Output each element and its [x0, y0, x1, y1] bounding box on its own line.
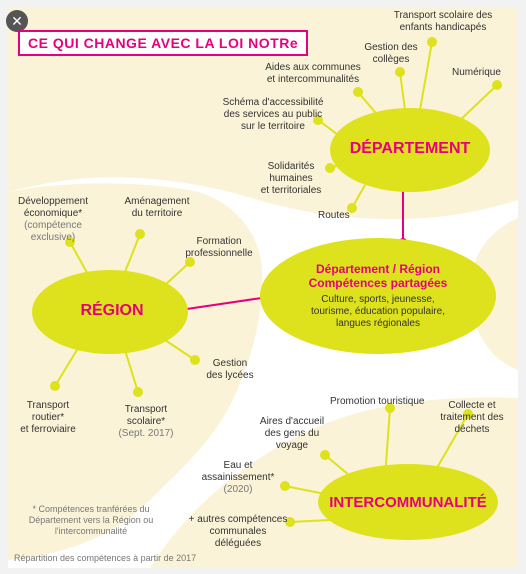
interco-bubble: [318, 464, 498, 540]
shared-title-line1: Département / Région: [315, 262, 441, 276]
shared-title-line2: Compétences partagées: [308, 276, 448, 290]
interco-item-promotion: Promotion touristique: [330, 396, 425, 407]
close-icon[interactable]: ✕: [6, 10, 28, 32]
departement-bubble: [330, 108, 490, 192]
footer-caption: Répartition des compétences à partir de …: [14, 553, 197, 563]
region-name: RÉGION: [80, 302, 144, 319]
departement-name: DÉPARTEMENT: [349, 140, 471, 157]
connector-region-shared: [179, 295, 276, 311]
shared-bubble: [260, 238, 496, 354]
region-bubble: [32, 270, 188, 354]
shared-content: Département / Région Compétences partagé…: [276, 262, 480, 330]
diagram-title: CE QUI CHANGE AVEC LA LOI NOTRe: [18, 30, 309, 56]
region-spokes: [50, 229, 200, 397]
departement-item-numerique: Numérique: [452, 67, 501, 78]
departement-item-routes: Routes: [318, 210, 350, 221]
interco-name: INTERCOMMUNALITÉ: [329, 494, 487, 511]
